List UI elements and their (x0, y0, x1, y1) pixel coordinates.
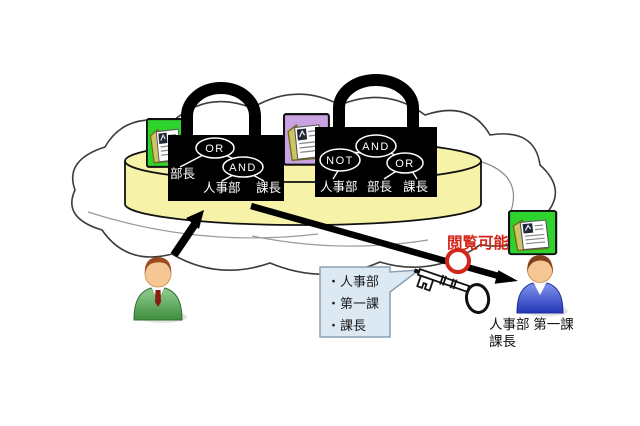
callout-item-daiikka: ・第一課 (327, 296, 379, 311)
padlock-right: AND NOT OR 人事部 部長 課長 (315, 74, 437, 197)
lock1-term-bucho: 部長 (170, 166, 196, 181)
padlock-left: OR AND 部長 人事部 課長 (168, 82, 284, 201)
person-blue-suit-icon (516, 255, 568, 317)
lock2-term-kacho: 課長 (403, 179, 429, 194)
person-green-suit-icon (133, 257, 187, 323)
key-attribute-callout: ・人事部 ・第一課 ・課長 (319, 266, 422, 338)
lock2-gate-not: NOT (326, 155, 354, 167)
viewer-label-line2: 課長 (489, 334, 517, 349)
lock2-gate-or: OR (395, 158, 415, 170)
padlock-right-shackle (333, 74, 419, 132)
gate-or-ellipse (195, 137, 235, 159)
callout-item-kacho: ・課長 (327, 318, 366, 333)
lock2-gate-and: AND (362, 141, 390, 153)
cloud-inner-arc (87, 211, 319, 239)
viewer-label-line1: 人事部 第一課 (489, 316, 574, 332)
gate-not-ellipse (319, 148, 361, 172)
gate-and-ellipse (222, 156, 264, 178)
lock1-gate-and: AND (229, 162, 257, 174)
necktie (155, 290, 161, 307)
document-folder-icon-green-right (508, 210, 558, 256)
upload-arrow (170, 210, 204, 258)
lock2-term-bucho: 部長 (367, 179, 393, 194)
padlock-left-shackle (181, 82, 261, 140)
lock1-term-kacho: 課長 (256, 180, 282, 195)
access-point-circle (445, 248, 471, 274)
callout-item-jinjibu: ・人事部 (327, 274, 379, 289)
lock1-term-jinjibu: 人事部 (203, 180, 241, 195)
cloud-inner-arc (481, 161, 515, 215)
lock1-gate-or: OR (205, 143, 225, 155)
gate-and-ellipse (355, 134, 397, 158)
access-possible-label: 閲覧可能 (447, 233, 510, 252)
lock2-term-jinjibu: 人事部 (320, 179, 358, 194)
skeleton-key-icon (413, 268, 491, 314)
gate-or-ellipse (386, 152, 424, 174)
cloud-inner-arc (251, 235, 429, 247)
